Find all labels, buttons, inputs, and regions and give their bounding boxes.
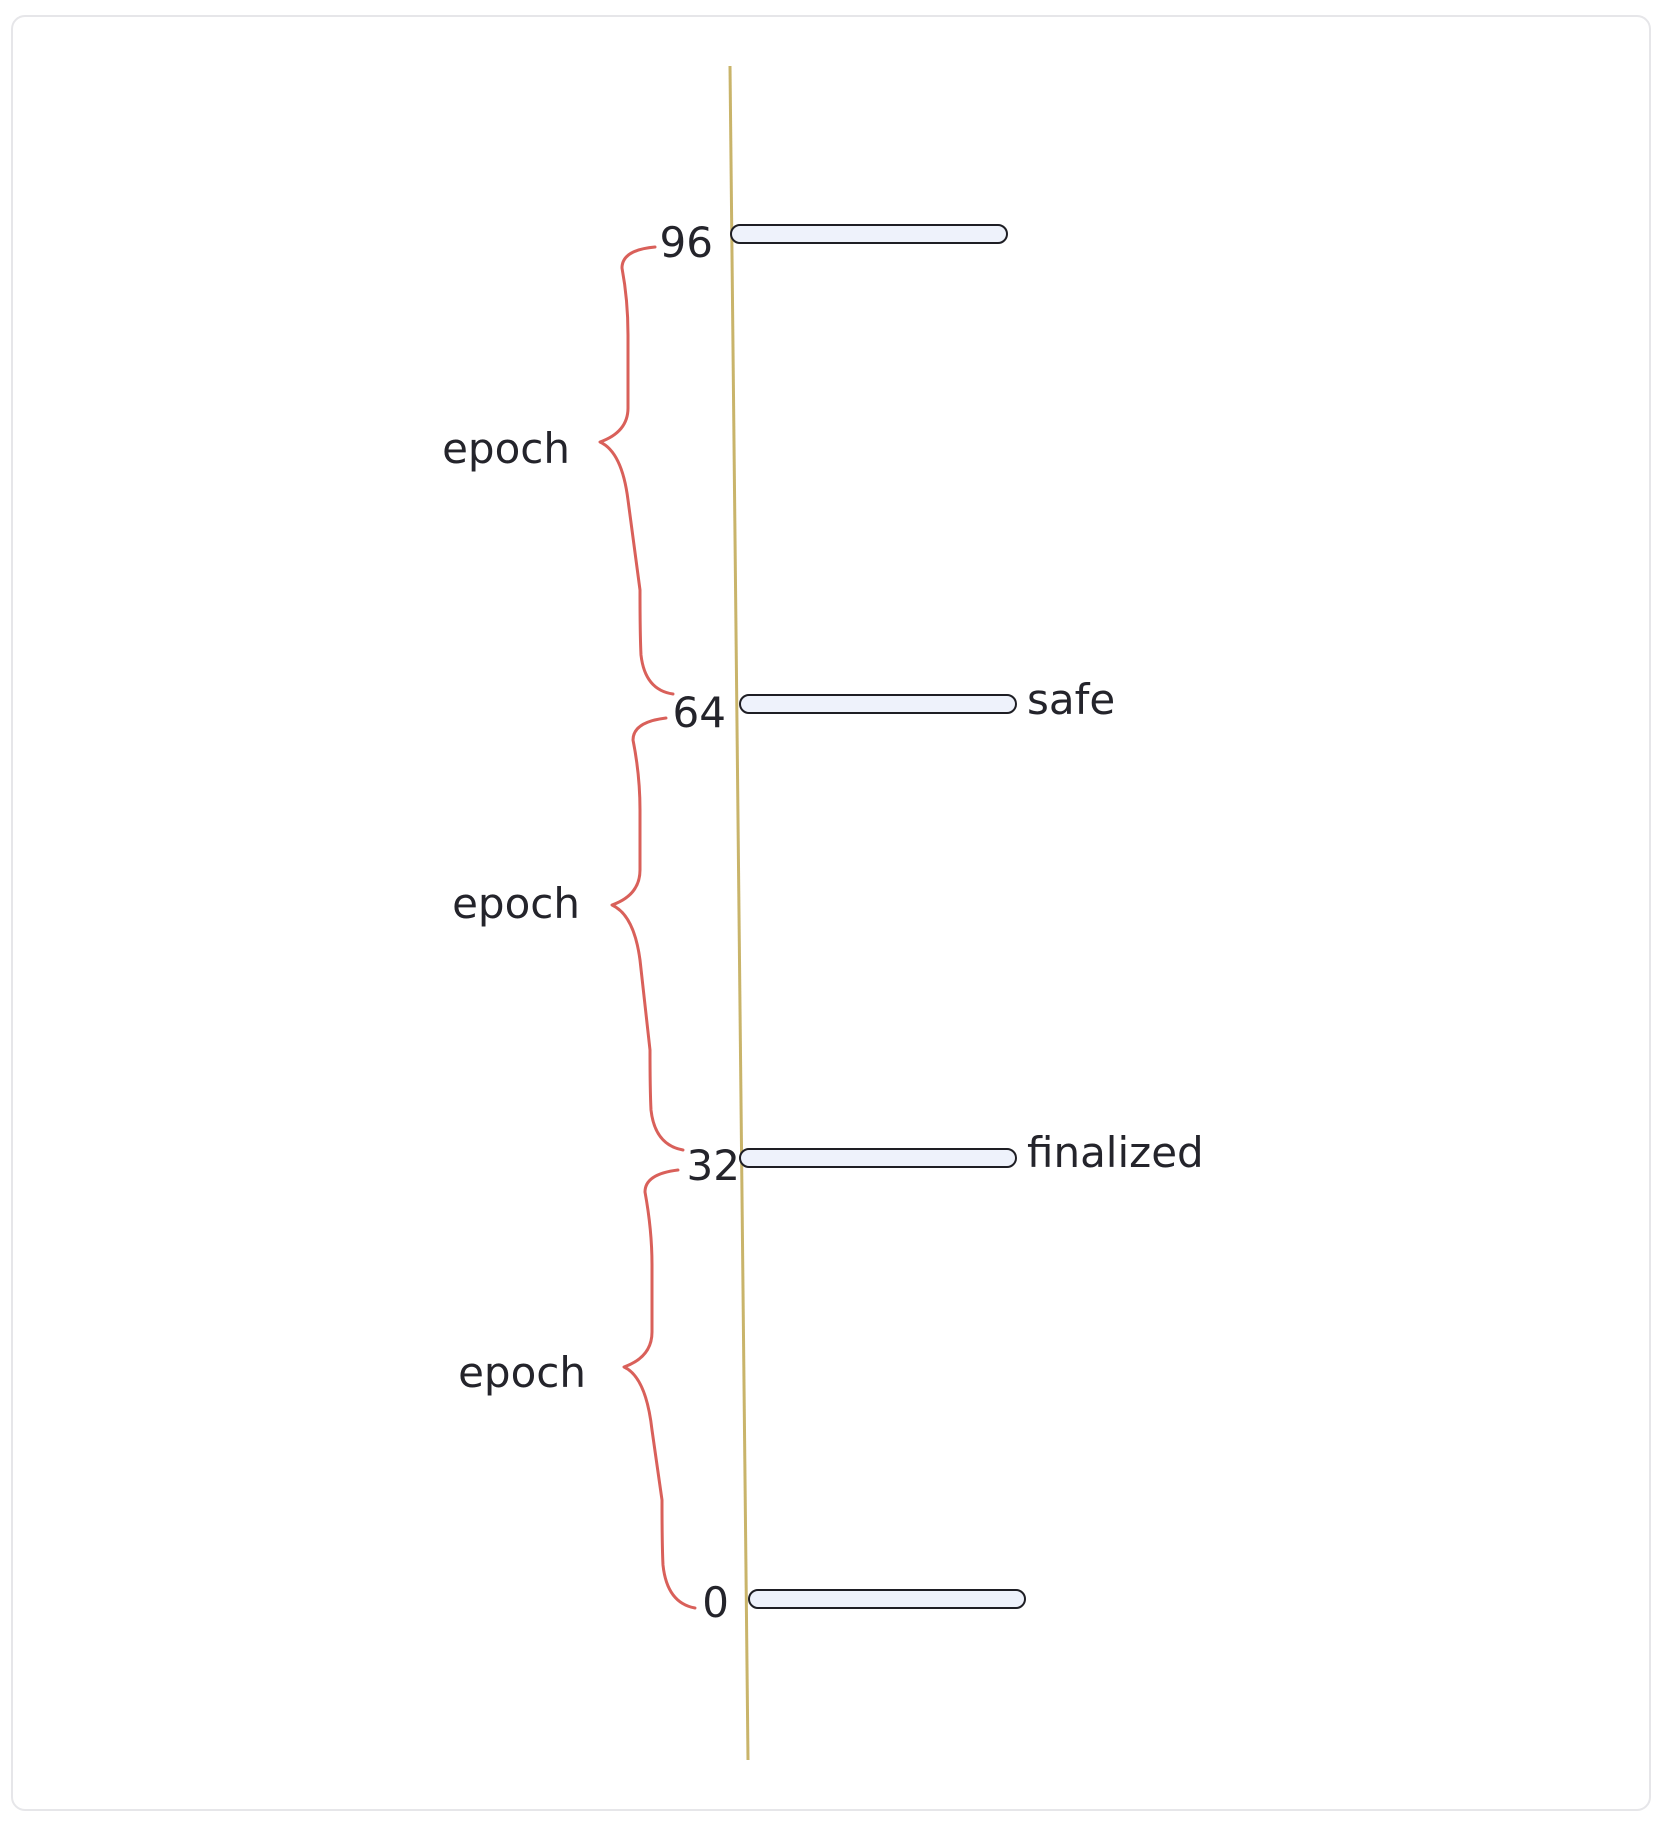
epoch-label: epoch: [458, 1348, 586, 1397]
epoch-brace: [610, 716, 685, 1152]
slot-bar-64: [739, 694, 1017, 714]
slot-tag-safe: safe: [1027, 675, 1115, 724]
slot-label-96: 96: [660, 218, 713, 267]
slot-label-32: 32: [687, 1141, 740, 1190]
epoch-brace: [622, 1168, 697, 1610]
diagram-frame: [11, 15, 1651, 1811]
slot-tag-finalized: finalized: [1027, 1128, 1204, 1177]
slot-bar-96: [730, 224, 1008, 244]
slot-label-64: 64: [673, 688, 726, 737]
timeline-axis: [728, 65, 750, 1761]
slot-bar-32: [739, 1148, 1017, 1168]
epoch-label: epoch: [452, 879, 580, 928]
epoch-label: epoch: [442, 424, 570, 473]
slot-bar-0: [748, 1589, 1026, 1609]
slot-label-0: 0: [702, 1578, 729, 1627]
epoch-brace: [598, 245, 675, 696]
